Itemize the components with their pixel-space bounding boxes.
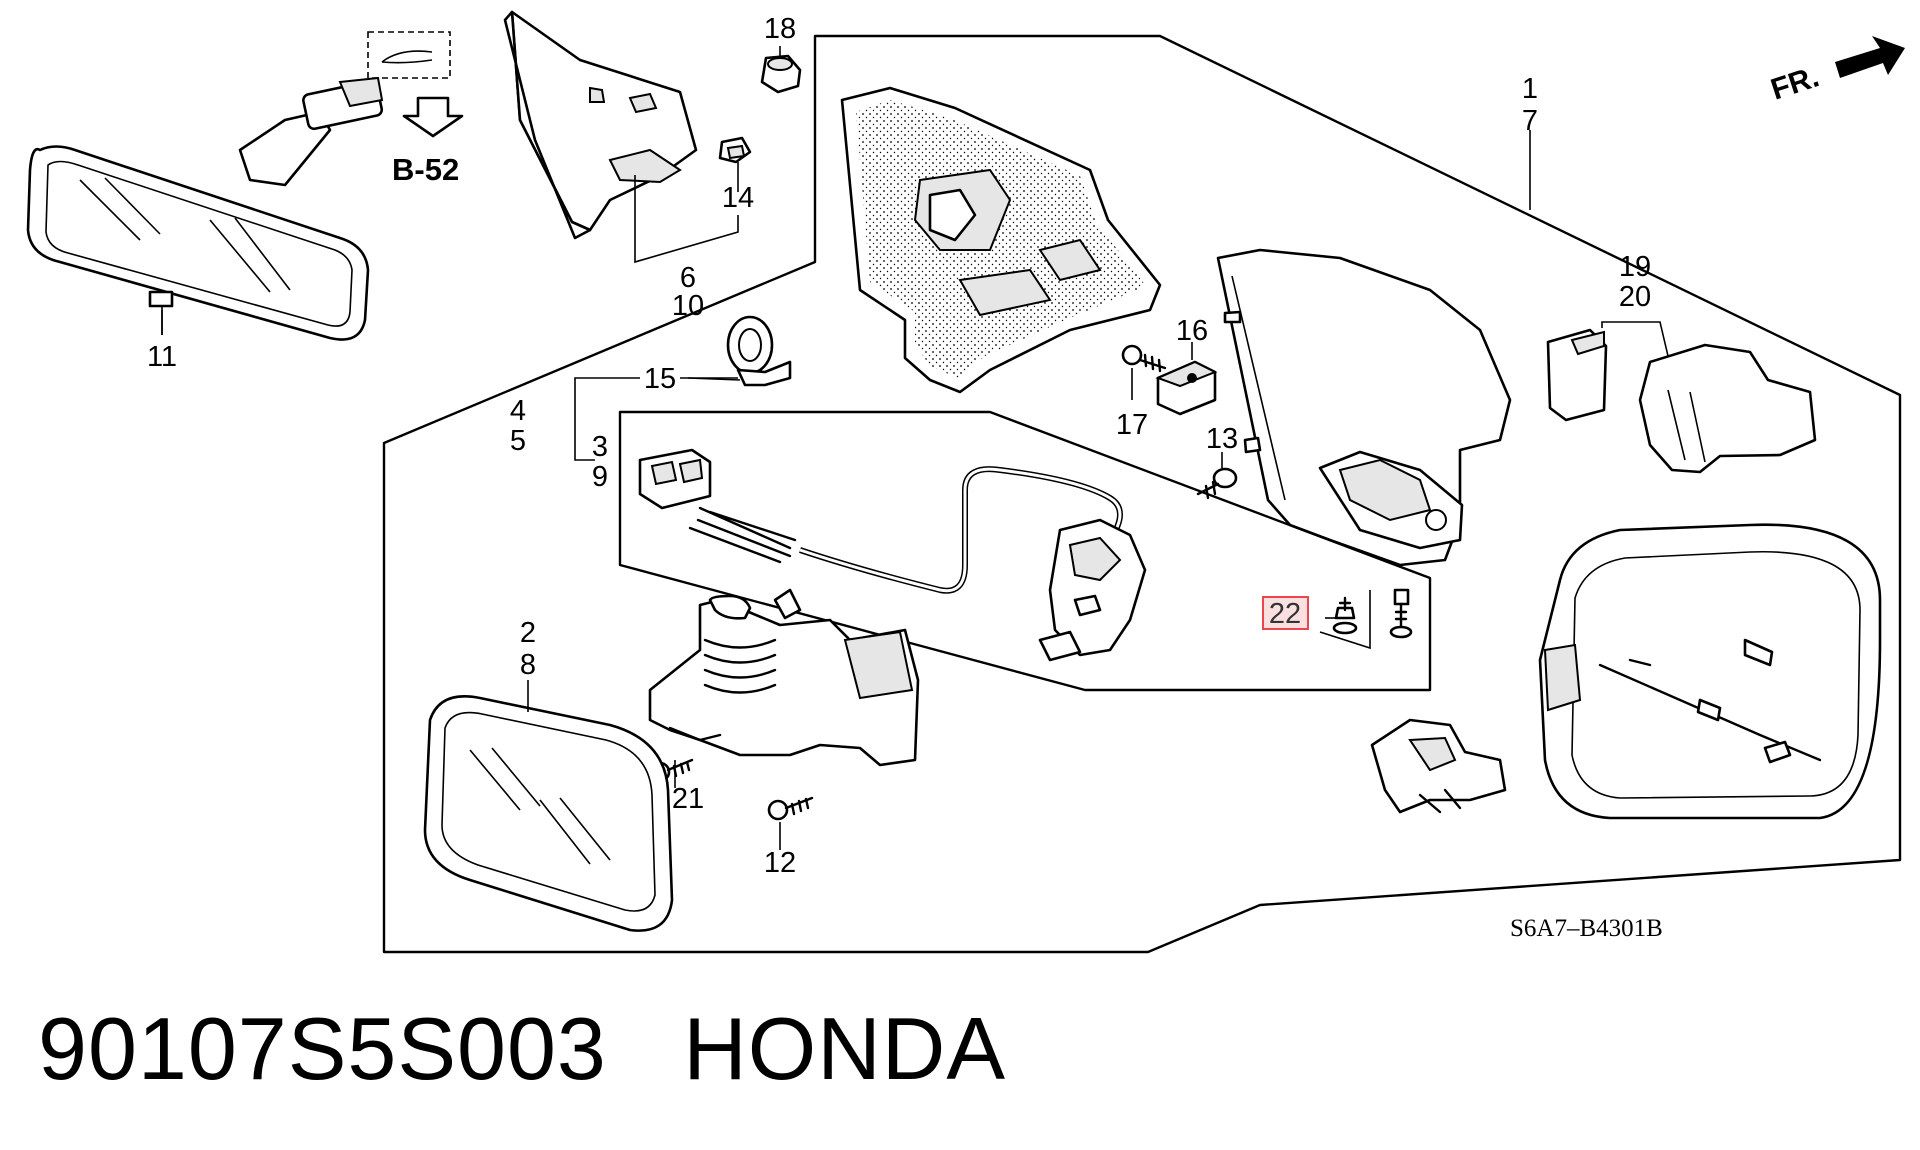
clip-part-15[interactable] [726,315,792,387]
callout-6: 6 [680,262,696,294]
callout-9: 9 [592,461,608,493]
front-label: FR. [1767,60,1823,106]
screw-part-17[interactable] [1121,344,1167,373]
callout-4: 4 [510,395,526,427]
callout-14: 14 [722,182,754,214]
callout-18: 18 [764,13,796,45]
clip-part-14[interactable] [718,136,752,164]
part-number: 90107S5S003 [38,999,607,1098]
callout-7: 7 [1522,105,1538,137]
callout-15: 15 [644,363,676,395]
callout-22-highlight [1262,596,1309,630]
wiring-harness[interactable] [638,448,1123,594]
callout-22: 22 [1269,598,1301,630]
callout-1: 1 [1522,73,1538,105]
block-part-16[interactable] [1155,360,1218,416]
callout-16: 16 [1176,315,1208,347]
callout-20: 20 [1619,281,1651,313]
screw-part-13[interactable] [1196,467,1238,500]
mirror-bracket[interactable] [1370,718,1507,814]
callout-12: 12 [764,847,796,879]
reference-arrow [367,31,464,138]
mirror-glass[interactable] [423,695,674,932]
nut-part-18[interactable] [760,54,802,94]
diagram-code: S6A7–B4301B [1510,915,1663,942]
mirror-base-housing[interactable] [840,86,1162,394]
callout-21: 21 [672,783,704,815]
outer-mirror-cover[interactable] [1538,523,1882,820]
mirror-housing-shell[interactable] [1216,248,1512,567]
brand-name: HONDA [683,999,1007,1098]
subassembly-boundary-line [618,410,1432,692]
front-direction-arrow: FR. [1767,36,1905,107]
mirror-adjuster-unit[interactable] [648,588,920,767]
screw-part-12[interactable] [767,796,814,821]
reference-page-label: B-52 [392,152,459,187]
mirror-motor-actuator[interactable] [1038,518,1147,662]
callout-10: 10 [672,290,704,322]
rear-view-mirror[interactable] [26,76,384,341]
callout-5: 5 [510,425,526,457]
callout-2: 2 [520,617,536,649]
callout-17: 17 [1116,409,1148,441]
door-trim-panel[interactable] [503,10,698,240]
callout-8: 8 [520,649,536,681]
cover-part-20[interactable] [1638,343,1817,474]
callout-13: 13 [1206,423,1238,455]
cover-part-19[interactable] [1546,328,1608,422]
assembly-boundary-line [382,34,1902,954]
callout-3: 3 [592,431,608,463]
part-caption: 90107S5S003 HONDA [38,1005,1006,1093]
screw-part-22[interactable] [1332,588,1413,639]
leader-lines [161,46,1669,850]
callout-19: 19 [1619,251,1651,283]
callout-11: 11 [147,341,177,373]
